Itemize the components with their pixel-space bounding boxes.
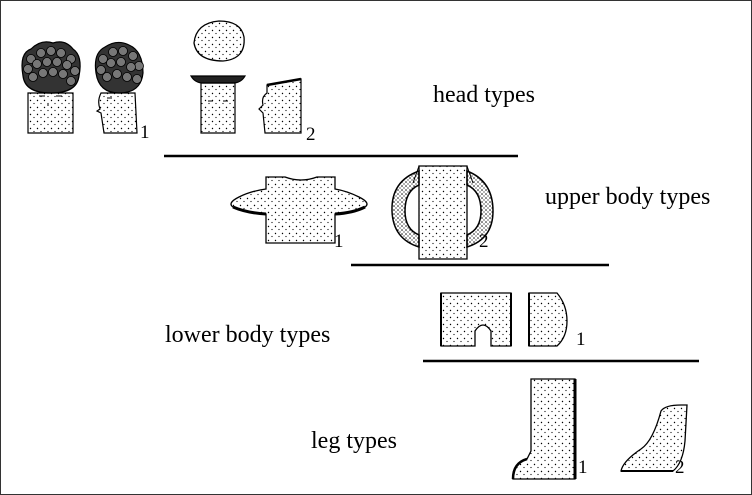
upper-body-variant-1-number: 1	[334, 232, 344, 251]
upper-body-types-label: upper body types	[545, 185, 710, 209]
upper-body-variant-2-number: 2	[479, 232, 489, 251]
lower-body-variant-1-number: 1	[576, 330, 586, 349]
lower-body-type-1-side	[529, 293, 567, 346]
lower-body-types-label: lower body types	[165, 323, 330, 347]
lower-body-type-front	[441, 293, 511, 346]
leg-types-label: leg types	[311, 429, 397, 453]
head-type-2-front	[191, 21, 245, 133]
upper-body-type-1	[231, 177, 367, 243]
leg-type-1	[513, 379, 575, 479]
head-variant-1-number: 1	[140, 123, 150, 142]
head-types-label: head types	[433, 83, 535, 107]
leg-variant-1-number: 1	[578, 458, 588, 477]
upper-body-type-2	[392, 166, 493, 259]
head-variant-2-number: 2	[306, 125, 316, 144]
head-type-2-side	[259, 79, 301, 133]
head-type-1-side	[95, 42, 143, 133]
head-type-1-front	[22, 42, 80, 133]
leg-variant-2-number: 2	[675, 458, 685, 477]
